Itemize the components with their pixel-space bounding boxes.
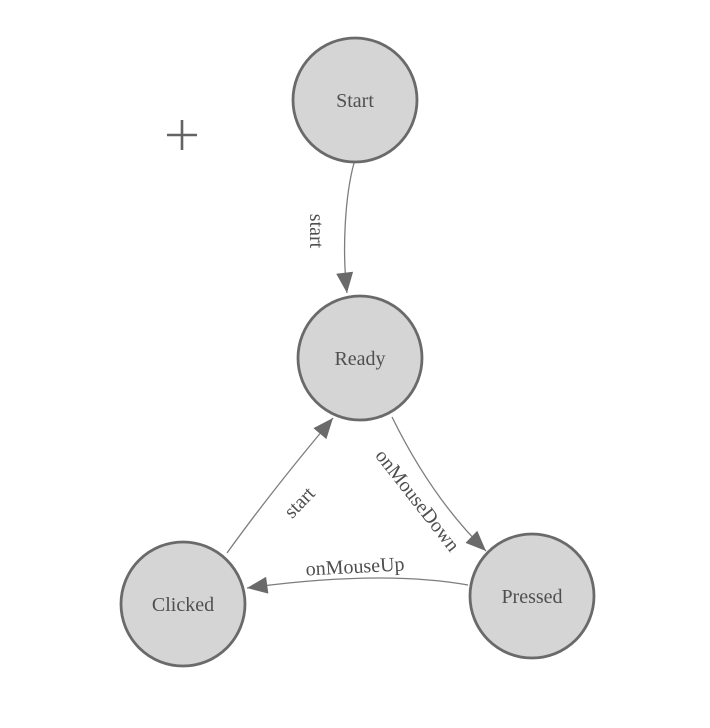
state-circle-ready[interactable] xyxy=(296,294,424,422)
edge-clicked-to-ready[interactable] xyxy=(226,417,334,554)
state-label-clicked: Clicked xyxy=(152,594,214,616)
state-label-ready: Ready xyxy=(334,348,385,370)
state-circle-start[interactable] xyxy=(291,36,419,164)
edge-start-to-ready[interactable] xyxy=(336,162,355,294)
state-pressed[interactable]: Pressed xyxy=(468,532,596,660)
edge-ready-to-pressed[interactable] xyxy=(391,416,487,552)
edge-label-start-to-ready: start xyxy=(305,214,327,249)
state-circle-clicked[interactable] xyxy=(119,540,247,668)
state-ready[interactable]: Ready xyxy=(296,294,424,422)
state-label-pressed: Pressed xyxy=(501,586,562,608)
edge-label-ready-to-pressed: onMouseDown xyxy=(371,445,464,556)
edge-pressed-to-clicked[interactable] xyxy=(246,576,469,594)
state-circle-pressed[interactable] xyxy=(468,532,596,660)
state-label-start: Start xyxy=(336,90,374,112)
state-start[interactable]: Start xyxy=(291,36,419,164)
edge-label-pressed-to-clicked: onMouseUp xyxy=(305,553,405,580)
edge-label-clicked-to-ready: start xyxy=(280,482,320,522)
state-clicked[interactable]: Clicked xyxy=(119,540,247,668)
crosshair-icon xyxy=(167,120,197,150)
